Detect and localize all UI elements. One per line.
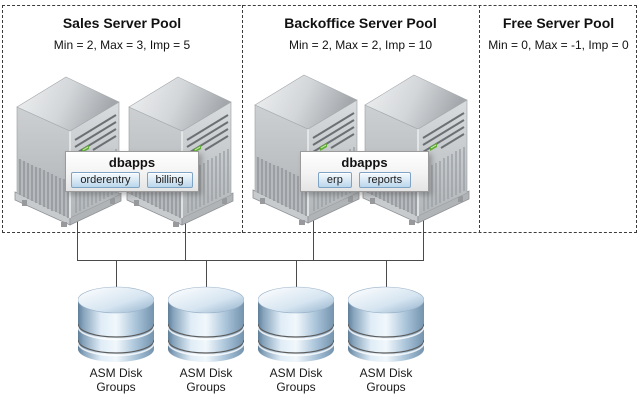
- connector-line: [423, 205, 424, 261]
- connector-line: [386, 260, 387, 292]
- pool-params: Min = 2, Max = 2, Imp = 10: [288, 38, 433, 52]
- asm-disk-group-label: ASM Disk Groups: [269, 366, 323, 394]
- service-badge-row: orderentry billing: [66, 172, 198, 188]
- asm-disk-group-label: ASM Disk Groups: [359, 366, 413, 394]
- server-pools-container: [2, 5, 637, 233]
- pool-divider: [242, 5, 243, 233]
- connector-line: [185, 205, 186, 261]
- pool-free-header: Free Server Pool Min = 0, Max = -1, Imp …: [479, 15, 638, 52]
- connector-line: [116, 260, 117, 292]
- service-badge-row: erp reports: [301, 172, 428, 188]
- service-badge-orderentry: orderentry: [71, 172, 140, 188]
- service-badge-erp: erp: [317, 172, 352, 188]
- connector-line: [206, 260, 207, 292]
- connector-line: [296, 260, 297, 292]
- service-group-box-backoffice: dbapps erp reports: [300, 151, 429, 192]
- pool-params: Min = 2, Max = 3, Imp = 5: [53, 38, 191, 52]
- pool-divider: [479, 5, 480, 233]
- asm-disk-group-icon: [168, 286, 244, 363]
- asm-disk-group-icon: [348, 286, 424, 363]
- service-badge-reports: reports: [358, 172, 412, 188]
- asm-disk-group-label: ASM Disk Groups: [89, 366, 143, 394]
- service-group-box-sales: dbapps orderentry billing: [65, 151, 199, 192]
- server-tower-icon: [252, 74, 360, 226]
- pool-title: Backoffice Server Pool: [284, 15, 437, 31]
- server-tower-icon: [362, 74, 470, 226]
- pool-title: Free Server Pool: [502, 15, 615, 31]
- connector-bus-line: [77, 260, 424, 261]
- pool-backoffice-header: Backoffice Server Pool Min = 2, Max = 2,…: [242, 15, 479, 52]
- pool-title: Sales Server Pool: [62, 15, 182, 31]
- service-group-title: dbapps: [108, 155, 156, 170]
- service-badge-billing: billing: [146, 172, 193, 188]
- pool-params: Min = 0, Max = -1, Imp = 0: [488, 38, 629, 52]
- asm-disk-group-label: ASM Disk Groups: [179, 366, 233, 394]
- pool-sales-header: Sales Server Pool Min = 2, Max = 3, Imp …: [2, 15, 242, 52]
- connector-line: [313, 205, 314, 261]
- service-group-title: dbapps: [341, 155, 388, 170]
- asm-disk-group-icon: [258, 286, 334, 363]
- connector-line: [77, 205, 78, 261]
- asm-disk-group-icon: [78, 286, 154, 363]
